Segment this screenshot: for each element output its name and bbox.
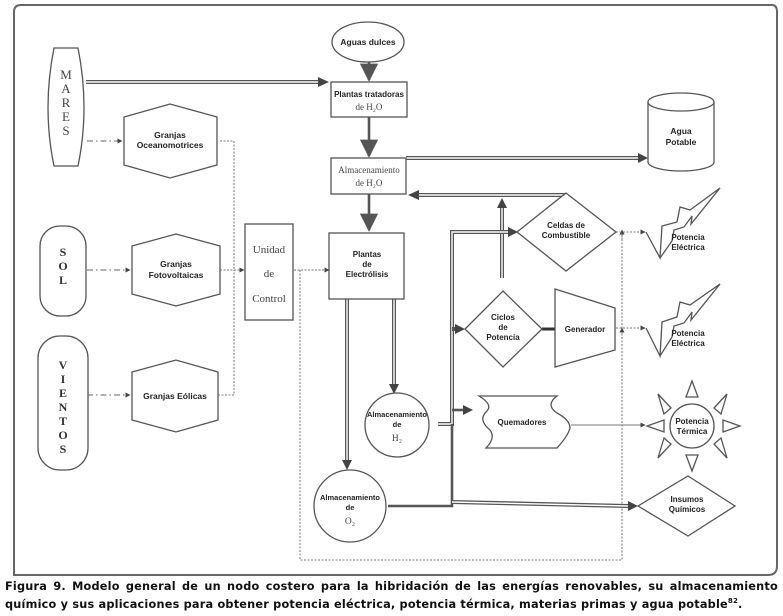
svg-text:Plantas tratadoras: Plantas tratadoras	[334, 90, 404, 99]
potable-water-tank: Agua Potable	[647, 92, 715, 172]
svg-text:O₂: O₂	[345, 517, 355, 527]
svg-text:Fotovoltaicas: Fotovoltaicas	[149, 270, 204, 280]
svg-text:de: de	[498, 323, 508, 332]
svg-text:N: N	[59, 400, 68, 414]
svg-text:Celdas de: Celdas de	[547, 221, 585, 230]
burners: Quemadores	[476, 395, 571, 449]
svg-text:Almacenamiento: Almacenamiento	[338, 165, 400, 175]
svg-text:M: M	[60, 67, 72, 82]
connector-ocean-farm-to-control	[220, 140, 235, 270]
svg-text:S: S	[60, 245, 67, 259]
svg-text:O: O	[58, 428, 67, 442]
svg-text:Aguas dulces: Aguas dulces	[340, 37, 396, 47]
svg-text:de: de	[362, 260, 372, 269]
caption-label: Figura 9.	[5, 580, 66, 593]
svg-text:Eléctrica: Eléctrica	[671, 339, 705, 348]
connector-hydrogen-bus	[438, 227, 518, 426]
figure-frame	[13, 4, 778, 576]
svg-text:R: R	[62, 95, 71, 110]
svg-text:Combustible: Combustible	[542, 231, 591, 240]
caption-reference: 82	[727, 597, 739, 605]
svg-text:E: E	[62, 109, 70, 124]
svg-text:E: E	[59, 386, 67, 400]
oxygen-storage: Almacenamiento de O₂	[313, 469, 387, 543]
farm-fotovoltaicas: Granjas Fotovoltaicas	[131, 233, 221, 307]
svg-text:de H₂O: de H₂O	[356, 102, 383, 112]
svg-text:Generador: Generador	[565, 325, 605, 334]
fresh-water-source: Aguas dulces	[331, 21, 405, 63]
connector-storage-to-potable-water	[406, 153, 648, 163]
farm-eolicas: Granjas Eólicas	[131, 359, 219, 433]
svg-text:Oceanomotrices: Oceanomotrices	[137, 140, 204, 150]
electric-power-output-2: Potencia Eléctrica	[645, 283, 721, 359]
hydrogen-storage: Almacenamiento de H₂	[364, 392, 430, 458]
svg-text:Granjas: Granjas	[154, 130, 186, 140]
svg-text:Potencia: Potencia	[671, 329, 705, 338]
electric-power-output-1: Potencia Eléctrica	[645, 187, 721, 261]
svg-text:Almacenamiento: Almacenamiento	[320, 493, 380, 502]
svg-text:Unidad: Unidad	[253, 244, 286, 256]
svg-text:Quemadores: Quemadores	[498, 418, 547, 427]
figure-caption: Figura 9. Modelo general de un nodo cost…	[5, 580, 778, 612]
connector-electrolysis-to-h2	[389, 299, 399, 394]
svg-text:Granjas Eólicas: Granjas Eólicas	[143, 391, 207, 401]
svg-text:Agua: Agua	[670, 126, 692, 136]
svg-text:L: L	[59, 273, 67, 287]
svg-text:T: T	[59, 414, 67, 428]
svg-text:de: de	[346, 503, 355, 512]
svg-text:de: de	[264, 268, 275, 280]
source-vientos: V I E N T O S	[37, 335, 89, 471]
svg-text:Ciclos: Ciclos	[491, 313, 516, 322]
connector-mares-to-treatment	[86, 77, 329, 87]
connector-control-distribution-loop	[299, 230, 623, 561]
svg-text:de H₂O: de H₂O	[356, 178, 383, 188]
svg-text:Potencia: Potencia	[671, 233, 705, 242]
svg-text:Eléctrica: Eléctrica	[671, 243, 705, 252]
svg-text:I: I	[61, 372, 66, 386]
svg-text:Potable: Potable	[666, 137, 697, 147]
svg-text:Granjas: Granjas	[160, 259, 192, 269]
control-unit: Unidad de Control	[244, 223, 294, 321]
svg-text:A: A	[61, 81, 71, 96]
svg-text:H₂: H₂	[392, 434, 402, 444]
source-mares: M A R E S	[47, 47, 85, 167]
thermal-power-output: Potencia Térmica	[645, 379, 742, 473]
svg-text:Almacenamiento: Almacenamiento	[367, 410, 427, 419]
connector-power-cycles-to-water-return	[497, 198, 507, 278]
connector-electrolysis-to-o2	[342, 299, 352, 470]
farm-oceanomotrices: Granjas Oceanomotrices	[123, 103, 218, 179]
svg-text:Potencia: Potencia	[486, 333, 520, 342]
electrolysis-plants: Plantas de Electrólisis	[328, 232, 405, 300]
fuel-cells: Celdas de Combustible	[515, 192, 618, 272]
power-cycles: Ciclos de Potencia	[464, 290, 543, 368]
source-sol: S O L	[39, 225, 87, 317]
energy-node-diagram: M A R E S S O L V I E N T O S Granjas Oc…	[13, 4, 778, 576]
water-treatment-plants: Plantas tratadoras de H₂O	[330, 81, 408, 118]
svg-text:Control: Control	[252, 293, 286, 305]
generator: Generador	[554, 288, 616, 368]
caption-text: Modelo general de un nodo costero para l…	[5, 580, 778, 611]
connector-fuel-cells-to-water-storage	[408, 190, 566, 200]
svg-text:Potencia: Potencia	[675, 417, 709, 426]
svg-text:V: V	[59, 358, 68, 372]
svg-text:Electrólisis: Electrólisis	[346, 270, 389, 279]
caption-end: .	[738, 597, 743, 611]
svg-text:S: S	[62, 123, 69, 138]
connector-wind-farm-to-control	[218, 270, 235, 396]
water-storage: Almacenamiento de H₂O	[330, 157, 407, 195]
svg-text:S: S	[60, 442, 67, 456]
chemical-inputs-output: Insumos Químicos	[636, 475, 737, 537]
svg-text:de: de	[393, 420, 402, 429]
svg-text:Térmica: Térmica	[677, 427, 708, 436]
svg-text:Químicos: Químicos	[669, 505, 706, 514]
svg-text:Plantas: Plantas	[353, 250, 382, 259]
svg-text:O: O	[58, 259, 67, 273]
svg-text:Insumos: Insumos	[671, 495, 704, 504]
connector-o2-to-chemical-inputs	[388, 424, 638, 511]
